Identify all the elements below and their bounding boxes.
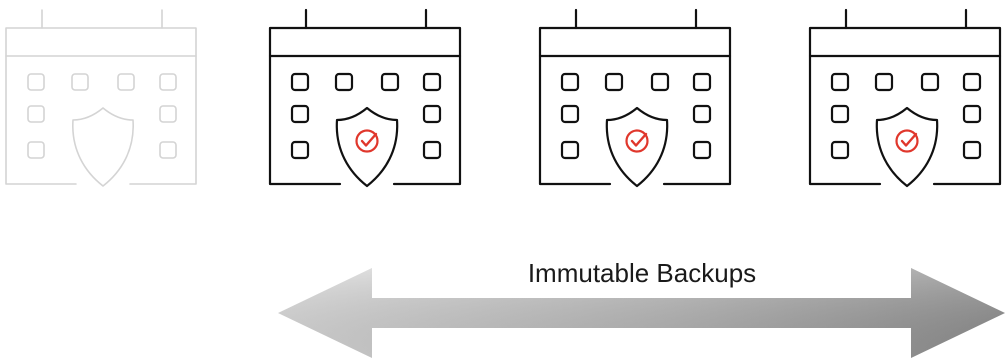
calendar-day-cell: [71, 73, 89, 91]
check-circle: [895, 129, 919, 153]
calendar-1: [5, 9, 197, 187]
check-circle: [355, 129, 379, 153]
calendar-day-cell: [422, 104, 442, 124]
calendar-3: [538, 8, 732, 188]
calendar-day-cell: [422, 140, 442, 160]
checkmark-icon: [900, 132, 918, 147]
shield-outline: [605, 106, 669, 188]
calendar-header: [808, 26, 1002, 58]
calendar-day-cell: [117, 73, 135, 91]
checkmark-icon: [360, 132, 378, 147]
calendar-4: [808, 8, 1002, 188]
calendar-day-cell: [560, 72, 580, 92]
calendar-day-cell: [962, 104, 982, 124]
shield-check-icon: [875, 106, 939, 188]
calendar-day-cell: [27, 141, 45, 159]
calendar-day-cell: [692, 72, 712, 92]
calendar-day-cell: [290, 72, 310, 92]
calendar-day-cell: [962, 140, 982, 160]
shield-check-icon: [605, 106, 669, 188]
calendar-day-cell: [830, 104, 850, 124]
calendar-day-cell: [962, 72, 982, 92]
shield-check-icon: [72, 107, 134, 187]
calendar-day-cell: [560, 104, 580, 124]
calendar-day-cell: [27, 73, 45, 91]
shield-outline: [72, 107, 134, 187]
calendar-day-cell: [604, 72, 624, 92]
calendar-day-cell: [920, 72, 940, 92]
arrow-label: Immutable Backups: [528, 258, 756, 288]
calendar-2: [268, 8, 462, 188]
calendar-day-cell: [290, 104, 310, 124]
calendar-day-cell: [334, 72, 354, 92]
calendar-body: [5, 55, 197, 185]
calendar-day-cell: [290, 140, 310, 160]
calendar-day-cell: [692, 104, 712, 124]
calendar-day-cell: [560, 140, 580, 160]
calendar-day-cell: [380, 72, 400, 92]
calendar-day-cell: [422, 72, 442, 92]
calendar-day-cell: [159, 73, 177, 91]
timeline-arrow: [278, 268, 1005, 358]
calendar-body: [538, 54, 732, 186]
shield-outline: [875, 106, 939, 188]
calendar-header: [538, 26, 732, 58]
checkmark-icon: [630, 132, 648, 147]
check-circle: [625, 129, 649, 153]
calendar-day-cell: [692, 140, 712, 160]
calendar-body: [808, 54, 1002, 186]
shield-outline: [335, 106, 399, 188]
calendar-day-cell: [830, 140, 850, 160]
calendar-body: [268, 54, 462, 186]
calendar-header: [5, 27, 197, 57]
calendar-day-cell: [159, 105, 177, 123]
shield-check-icon: [335, 106, 399, 188]
calendar-day-cell: [27, 105, 45, 123]
calendar-day-cell: [830, 72, 850, 92]
calendar-row: [5, 8, 1002, 188]
calendar-day-cell: [874, 72, 894, 92]
calendar-day-cell: [650, 72, 670, 92]
calendar-day-cell: [159, 141, 177, 159]
calendar-header: [268, 26, 462, 58]
